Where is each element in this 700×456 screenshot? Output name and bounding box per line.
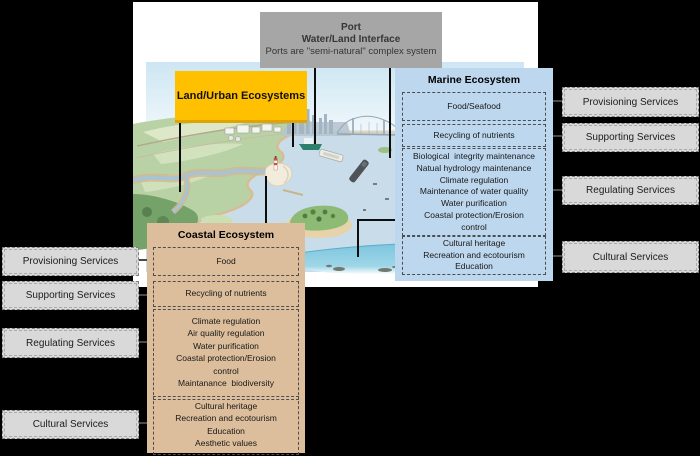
land-right-connector — [292, 120, 294, 147]
service-item: control — [213, 365, 239, 376]
service-item: Recycling of nutrients — [433, 129, 515, 140]
service-item: Recreation and ecotourism — [423, 249, 525, 260]
service-item: Coastal protection/Erosion — [424, 209, 524, 220]
dash-connector — [551, 135, 562, 137]
river — [133, 168, 276, 182]
dash-connector — [136, 341, 147, 343]
label-regulating-services-right: Regulating Services — [562, 176, 699, 205]
port-subtitle: Water/Land Interface — [301, 34, 401, 45]
marine-supporting-group: Recycling of nutrients — [402, 124, 546, 147]
rail-line — [136, 121, 302, 147]
service-item: Food — [216, 255, 236, 266]
coastal-ecosystem-box: Coastal Ecosystem Food Recycling of nutr… — [147, 223, 305, 455]
dash-connector — [551, 100, 562, 102]
port-left-connector — [314, 67, 316, 144]
marine-connector-h — [357, 219, 395, 221]
label-supporting-services-left: Supporting Services — [2, 281, 139, 310]
coastal-regulating-group: Climate regulation Air quality regulatio… — [153, 309, 299, 400]
service-item: Aesthetic values — [195, 438, 257, 449]
dash-connector — [551, 255, 562, 257]
land-urban-box: Land/Urban Ecosystems — [175, 71, 307, 123]
port-right-connector — [389, 67, 391, 158]
label-cultural-services-right: Cultural Services — [562, 241, 699, 273]
label-supporting-services-right: Supporting Services — [562, 123, 699, 152]
service-item: Coastal protection/Erosion — [176, 353, 276, 364]
service-item: Recycling of nutrients — [185, 288, 267, 299]
marine-provisioning-group: Food/Seafood — [402, 92, 546, 121]
service-item: Food/Seafood — [447, 100, 501, 111]
dash-connector — [136, 294, 147, 296]
marine-title: Marine Ecosystem — [427, 74, 521, 86]
service-item: Maintenance of water quality — [419, 186, 529, 197]
label-provisioning-services-left: Provisioning Services — [2, 247, 139, 276]
label-regulating-services-left: Regulating Services — [2, 328, 139, 358]
dash-connector — [551, 189, 562, 191]
cargo-ship — [299, 138, 322, 150]
marine-connector-v — [357, 219, 359, 257]
dash-connector — [136, 259, 147, 261]
coastal-connector — [265, 176, 267, 223]
service-item: Education — [207, 425, 245, 436]
marine-regulating-group: Biological integrity maintenance Natual … — [402, 148, 546, 236]
industrial-buildings — [224, 123, 282, 135]
service-item: Biological integrity maintenance — [413, 151, 535, 161]
port-title: Port — [341, 22, 361, 33]
tanker-ship — [349, 159, 369, 183]
marine-ecosystem-box: Marine Ecosystem Food/Seafood Recycling … — [395, 68, 553, 281]
coastal-cultural-group: Cultural heritage Recreation and ecotour… — [153, 396, 299, 455]
white-cliff — [264, 162, 293, 187]
label-provisioning-services-right: Provisioning Services — [562, 87, 699, 117]
port-note: Ports are "semi-natural" complex system — [265, 46, 437, 57]
service-item: control — [461, 221, 487, 232]
coastal-title: Coastal Ecosystem — [177, 229, 275, 241]
coastal-supporting-group: Recycling of nutrients — [153, 281, 299, 307]
coastal-provisioning-group: Food — [153, 247, 299, 276]
service-item: Climate regulation — [439, 174, 509, 185]
barge — [318, 148, 344, 163]
service-item: Cultural heritage — [442, 237, 506, 248]
land-left-connector — [179, 120, 181, 192]
marine-cultural-group: Cultural heritage Recreation and ecotour… — [402, 236, 546, 275]
port-box: Port Water/Land Interface Ports are "sem… — [260, 12, 442, 68]
service-item: Education — [455, 261, 493, 272]
dash-connector — [136, 422, 147, 424]
service-item: Water purification — [441, 198, 507, 209]
service-item: Recreation and ecotourism — [175, 413, 277, 424]
label-cultural-services-left: Cultural Services — [2, 410, 139, 439]
service-item: Climate regulation — [191, 316, 261, 326]
service-item: Air quality regulation — [187, 328, 265, 339]
rocks — [326, 264, 398, 272]
service-item: Water purification — [193, 340, 259, 351]
service-item: Cultural heritage — [194, 401, 258, 411]
jetty — [282, 189, 304, 196]
service-item: Natual hydrology maintenance — [416, 162, 532, 173]
service-item: Maintanance biodiversity — [178, 378, 274, 389]
